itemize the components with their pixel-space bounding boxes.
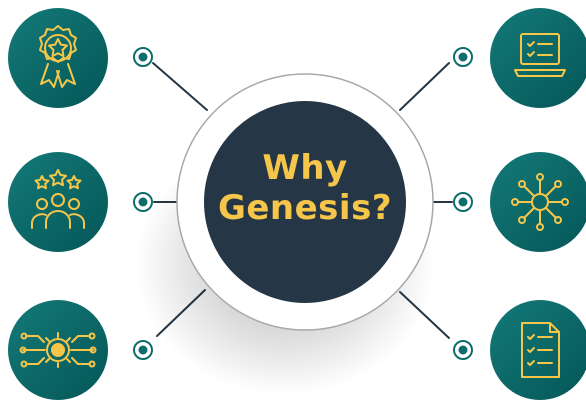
center-title: Why Genesis?: [200, 148, 410, 228]
center-title-line1: Why: [262, 148, 348, 188]
center-disc: [204, 101, 406, 303]
gear-circuit-icon: [19, 332, 97, 368]
center-title-line2: Genesis?: [217, 188, 393, 228]
target-dot-right-top: [453, 47, 473, 67]
award-ribbon-icon: [39, 25, 77, 88]
team-stars-icon: [31, 169, 85, 229]
document-checklist-icon: [521, 322, 560, 378]
node-right-middle: [490, 152, 586, 252]
node-right-top: [490, 8, 586, 108]
node-left-bottom: [8, 300, 108, 400]
connector-right-top: [399, 62, 450, 111]
network-hub-icon: [511, 173, 569, 231]
target-dot-right-bottom: [453, 340, 473, 360]
target-dots: [133, 47, 473, 360]
target-dot-left-bottom: [133, 340, 153, 360]
target-dot-left-top: [133, 47, 153, 67]
node-left-top: [8, 8, 108, 108]
node-right-bottom: [490, 300, 586, 400]
laptop-checklist-icon: [514, 33, 566, 77]
target-dot-right-middle: [453, 192, 473, 212]
target-dot-left-middle: [133, 192, 153, 212]
connector-left-top: [152, 62, 208, 111]
node-left-middle: [8, 152, 108, 252]
